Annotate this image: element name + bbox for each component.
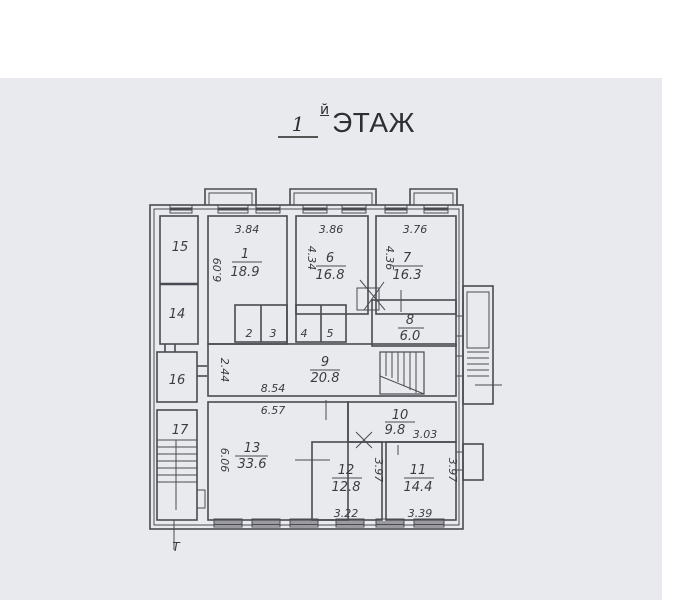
floor-number: 1 — [278, 112, 318, 138]
room-10-number: 10 — [392, 408, 409, 423]
room-9-area: 20.8 — [311, 371, 340, 386]
entrance-mark: T — [172, 540, 181, 554]
dim-room11-width: 3.39 — [408, 507, 433, 520]
dim-room1-depth: 6.09 — [211, 258, 224, 283]
dim-room13-depth: 6.06 — [218, 448, 231, 473]
dim-room9-length: 8.54 — [261, 382, 286, 395]
dim-room12-width: 3.22 — [334, 507, 359, 520]
scanned-paper-sheet — [0, 78, 662, 600]
dim-room6-width: 3.86 — [319, 223, 344, 236]
room-1-number: 1 — [241, 247, 249, 262]
dim-room13-width: 6.57 — [261, 404, 286, 417]
floor-suffix: й — [320, 102, 330, 118]
room-11-number: 11 — [410, 463, 427, 478]
dim-room12-depth: 3.97 — [372, 458, 385, 483]
dim-room9-width: 2.44 — [218, 358, 231, 383]
room-12-number: 12 — [338, 463, 355, 478]
room-1-area: 18.9 — [231, 265, 260, 280]
dim-room1-width: 3.84 — [235, 223, 260, 236]
room-4-label: 4 — [301, 327, 308, 340]
room-13-number: 13 — [244, 441, 261, 456]
room-7-number: 7 — [403, 251, 412, 266]
room-3-label: 3 — [270, 327, 277, 340]
dim-room10-width: 3.03 — [413, 428, 438, 441]
room-7-area: 16.3 — [393, 268, 422, 283]
room-13-area: 33.6 — [238, 457, 267, 472]
room-2-label: 2 — [246, 327, 253, 340]
room-15-14-wall — [159, 215, 199, 345]
room-5-label: 5 — [327, 327, 334, 340]
dim-room11-depth: 3.97 — [446, 458, 459, 483]
room-16-label: 16 — [169, 373, 186, 388]
room-6-area: 16.8 — [316, 268, 345, 283]
dim-room7-depth: 4.36 — [383, 246, 396, 271]
dim-room6-depth: 4.34 — [305, 246, 318, 271]
floor-title: 1 й ЭТАЖ — [278, 98, 415, 138]
room-8-area: 6.0 — [400, 329, 421, 344]
floor-label: ЭТАЖ — [332, 107, 415, 138]
room-9-number: 9 — [321, 355, 329, 370]
room-12-area: 12.8 — [332, 480, 361, 495]
room-15-label: 15 — [172, 240, 189, 255]
room-10-area: 9.8 — [385, 423, 406, 438]
room-14-label: 14 — [169, 307, 186, 322]
room-17-label: 17 — [172, 423, 189, 438]
room-11-area: 14.4 — [404, 480, 433, 495]
dim-room7-width: 3.76 — [403, 223, 428, 236]
room-8-number: 8 — [406, 313, 414, 328]
room-6-number: 6 — [326, 251, 334, 266]
